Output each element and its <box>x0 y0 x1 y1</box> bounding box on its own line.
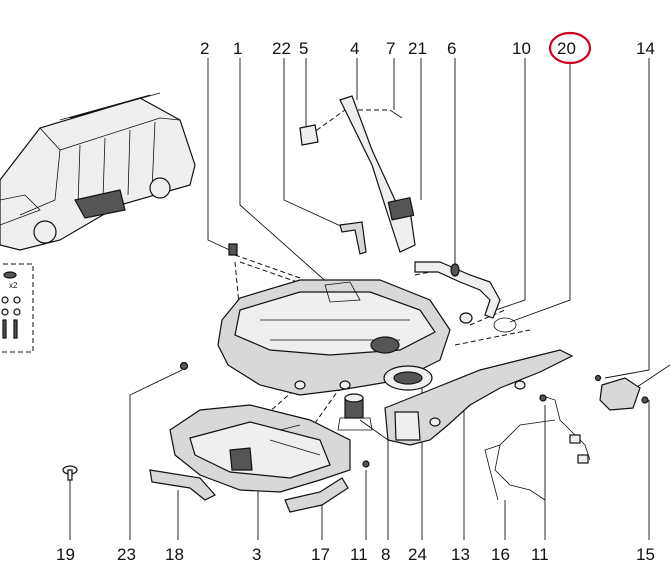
seal-20 <box>493 317 517 333</box>
filler-neck-assembly <box>299 95 416 253</box>
highlight-ring <box>548 31 592 65</box>
callout-18: 18 <box>165 545 184 564</box>
callout-23: 23 <box>117 545 136 564</box>
callout-4: 4 <box>350 39 359 58</box>
leader-lines <box>69 58 670 540</box>
strap-18 <box>149 469 216 501</box>
callout-10: 10 <box>512 39 531 58</box>
callout-22: 22 <box>272 39 291 58</box>
callout-3: 3 <box>252 545 261 564</box>
callout-24: 24 <box>408 545 427 564</box>
van-illustration <box>0 92 196 251</box>
bracket-17 <box>284 477 349 513</box>
hose-assembly <box>414 261 501 324</box>
callout-14: 14 <box>636 39 655 58</box>
callouts-bottom: 19 23 18 3 17 11 8 24 13 16 11 15 <box>56 545 655 564</box>
callout-21: 21 <box>408 39 427 58</box>
valve-8 <box>337 393 373 431</box>
callout-13: 13 <box>451 545 470 564</box>
fastener-2 <box>228 243 238 256</box>
bracket-14 <box>594 374 649 411</box>
pump-ring-24 <box>383 365 433 391</box>
inset-quantity-label: x2 <box>9 281 18 290</box>
bolt-19 <box>62 465 78 481</box>
fuel-tank <box>217 279 451 396</box>
callout-11: 11 <box>350 545 368 564</box>
callout-16: 16 <box>491 545 510 564</box>
callout-6: 6 <box>447 39 456 58</box>
callout-5: 5 <box>299 39 308 58</box>
strap-13 <box>384 349 574 446</box>
callout-15: 15 <box>636 545 655 564</box>
screw-11 <box>362 460 370 468</box>
callout-19: 19 <box>56 545 75 564</box>
wiring-harness-16 <box>484 394 591 501</box>
fasteners-inset: x2 <box>0 263 34 353</box>
underbody-shield-3 <box>169 404 351 493</box>
callout-1: 1 <box>233 39 242 58</box>
callout-11b: 11 <box>531 545 549 564</box>
bracket-22 <box>339 221 367 255</box>
callout-7: 7 <box>386 39 395 58</box>
callouts-top: 2 1 22 5 4 7 21 6 10 20 14 <box>200 39 655 58</box>
callout-2: 2 <box>200 39 209 58</box>
callout-17: 17 <box>311 545 330 564</box>
nut-23 <box>179 361 189 371</box>
callout-20: 20 <box>557 39 576 58</box>
callout-8: 8 <box>381 545 390 564</box>
